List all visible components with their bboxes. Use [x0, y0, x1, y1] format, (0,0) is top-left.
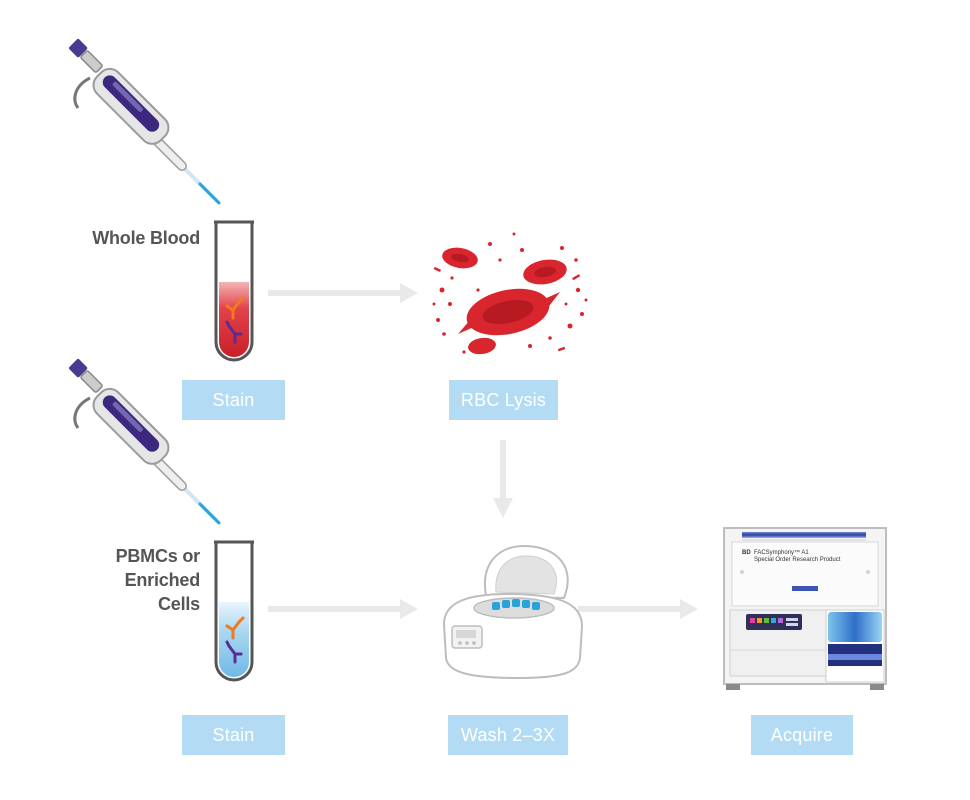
centrifuge-icon: [442, 544, 584, 680]
step-wash: Wash 2–3X: [448, 715, 568, 755]
pbmc-label-line2: Enriched: [124, 570, 201, 590]
pipette-icon: [69, 39, 221, 205]
step-acquire: Acquire: [751, 715, 853, 755]
pipette-icon-bottom: [69, 359, 221, 525]
antibody-purple-icon: [225, 320, 243, 344]
pipette-icon-top: [69, 39, 221, 205]
arrow-pbmc-to-wash: [268, 599, 418, 619]
arrow-wash-to-acquire: [578, 599, 698, 619]
whole-blood-label: Whole Blood: [92, 228, 200, 248]
antibody-orange-icon: [225, 296, 245, 320]
arrow-lysis-to-wash: [493, 440, 513, 518]
instrument-brand: BD: [742, 550, 751, 556]
instrument-subtitle: Special Order Research Product: [754, 557, 841, 563]
pbmc-label-line3: Cells: [157, 594, 200, 614]
test-tube-icon-pbmc: [214, 540, 254, 682]
test-tube-icon-blood: [214, 220, 254, 362]
pbmc-label-line1: PBMCs or: [115, 546, 201, 566]
antibody-purple-icon: [225, 640, 243, 664]
pipette-icon: [69, 359, 221, 525]
step-stain-bottom: Stain: [182, 715, 285, 755]
flow-cytometer-icon: BD FACSymphony™ A1 Special Order Researc…: [723, 527, 887, 690]
step-rbc-lysis: RBC Lysis: [449, 380, 558, 420]
step-stain-top: Stain: [182, 380, 285, 420]
antibody-orange-icon: [225, 616, 245, 640]
test-tube-icon: [214, 220, 254, 362]
pbmc-label: PBMCs or Enriched Cells: [60, 544, 201, 616]
arrow-blood-to-lysis: [268, 283, 418, 303]
instrument-model: FACSymphony™ A1: [754, 549, 809, 556]
lysed-red-blood-cells-icon: [432, 232, 588, 355]
test-tube-icon: [214, 540, 254, 682]
